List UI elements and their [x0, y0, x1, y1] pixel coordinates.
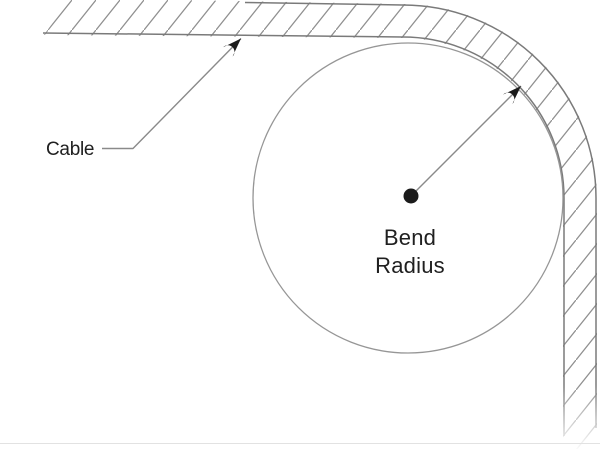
bend-radius-label-line2: Radius — [375, 253, 445, 278]
cable-band-outer-edge — [244, 1, 597, 428]
radius-arrow — [410, 85, 522, 197]
cable-band-inner-edge — [42, 32, 565, 436]
bend-radius-circle — [252, 42, 564, 354]
cable-leader-line — [102, 38, 242, 150]
bend-radius-label-line1: Bend — [384, 225, 436, 250]
bend-center-dot — [403, 188, 419, 204]
band-fade-overlay — [545, 385, 600, 449]
cable-label: Cable — [46, 139, 94, 160]
